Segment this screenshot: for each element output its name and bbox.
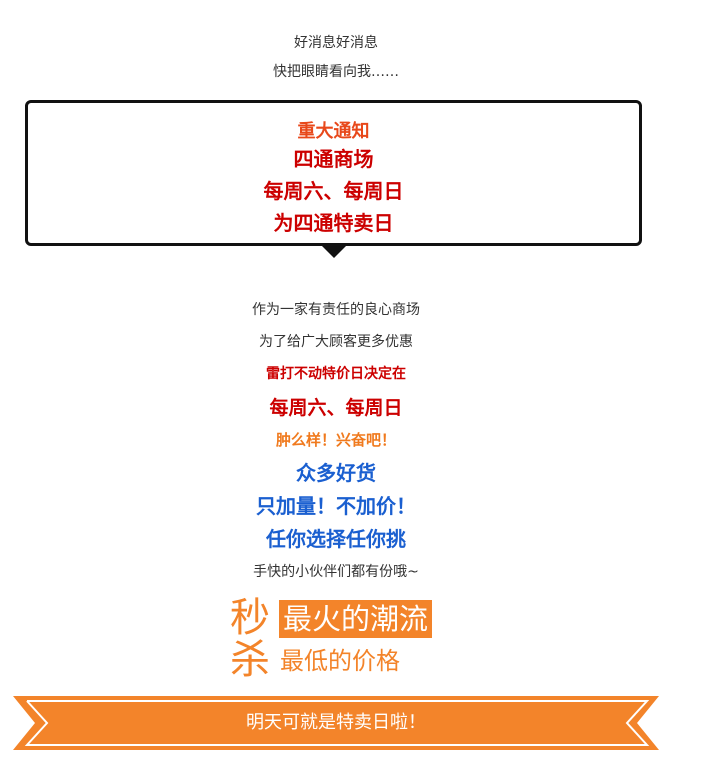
intro-line-1: 好消息好消息 <box>294 35 378 51</box>
ribbon-shape <box>13 696 659 750</box>
notice-line-2: 每周六、每周日 <box>263 179 404 203</box>
body-line-3: 雷打不动特价日决定在 <box>266 366 406 382</box>
miaosha-plain-text: 最低的价格 <box>280 647 400 675</box>
body-line-4: 每周六、每周日 <box>269 397 403 419</box>
speech-bubble-tail <box>322 246 346 258</box>
notice-speech-bubble: 重大通知 四通商场 每周六、每周日 为四通特卖日 <box>25 100 642 246</box>
miaosha-char-2: 杀 <box>230 637 270 683</box>
notice-line-3: 为四通特卖日 <box>273 211 394 235</box>
intro-line-2: 快把眼睛看向我…… <box>273 64 399 80</box>
body-line-7: 只加量！不加价！ <box>256 494 416 518</box>
ribbon-text: 明天可就是特卖日啦！ <box>246 712 426 733</box>
notice-heading: 重大通知 <box>297 121 370 142</box>
body-line-1: 作为一家有责任的良心商场 <box>252 302 420 318</box>
body-line-8: 任你选择任你挑 <box>266 527 406 551</box>
body-line-6: 众多好货 <box>296 461 376 485</box>
miaosha-char-1: 秒 <box>230 595 270 641</box>
body-line-2: 为了给广大顾客更多优惠 <box>259 334 413 350</box>
notice-line-1: 四通商场 <box>293 147 374 171</box>
miaosha-highlight: 最火的潮流 <box>279 600 433 638</box>
body-line-9: 手快的小伙伴们都有份哦~ <box>253 564 419 580</box>
body-line-5: 肿么样！兴奋吧！ <box>275 431 396 449</box>
miaosha-banner: 秒 杀 最火的潮流 最低的价格 <box>230 594 690 684</box>
ribbon-banner: 明天可就是特卖日啦！ <box>13 696 659 750</box>
